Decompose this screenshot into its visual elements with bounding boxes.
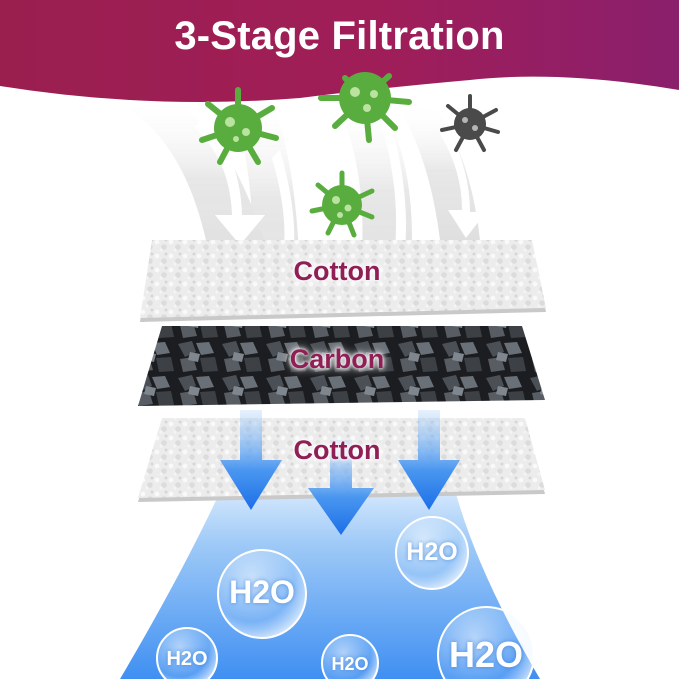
- arrow-down-icon: [195, 120, 265, 245]
- h2o-label: H2O: [331, 654, 369, 674]
- water-bubble-icon: [437, 606, 535, 679]
- h2o-label: H2O: [229, 574, 295, 610]
- water-bubble-icon: [217, 549, 307, 639]
- water-bubble-icon: [156, 627, 218, 679]
- cotton-layer-top: [140, 240, 546, 322]
- arrow-down-icon: [440, 128, 486, 238]
- arrow-down-icon: [220, 410, 282, 510]
- h2o-label: H2O: [406, 538, 458, 566]
- carbon-layer: [138, 326, 545, 406]
- title-banner: [0, 0, 679, 102]
- layer-label-cotton-bottom: Cotton: [293, 435, 381, 465]
- germ-icon: [199, 87, 279, 165]
- water-bubble-icon: [395, 516, 469, 590]
- layer-label-cotton-top: Cotton: [293, 256, 381, 286]
- arrow-down-icon: [308, 440, 374, 535]
- h2o-label: H2O: [166, 648, 208, 670]
- water-bubble-icon: [321, 634, 379, 679]
- water-arrows: [220, 410, 460, 535]
- flow-arrows: [195, 120, 486, 298]
- germ-icon: [440, 94, 500, 152]
- germ-icon: [318, 72, 412, 143]
- water-bubbles: [156, 516, 535, 679]
- layer-label-carbon: Carbon: [289, 344, 385, 374]
- arrow-down-icon: [268, 150, 312, 298]
- arrow-down-icon: [398, 410, 460, 510]
- page-title: 3-Stage Filtration: [174, 14, 505, 58]
- h2o-label: H2O: [448, 634, 524, 675]
- arrow-down-icon: [380, 120, 425, 282]
- germ-icon: [309, 170, 375, 238]
